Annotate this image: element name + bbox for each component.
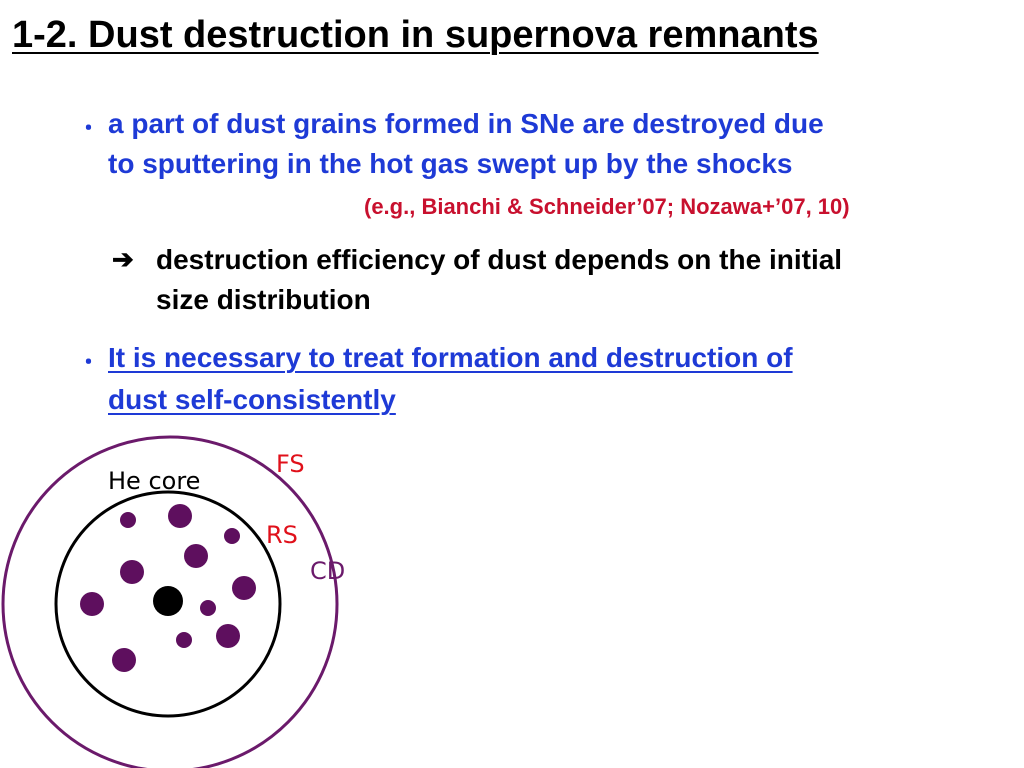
bullet2-line1: It is necessary to treat formation and d… [108,342,793,373]
bullet2-line2: dust self-consistently [108,384,396,415]
reference-citation: (e.g., Bianchi & Schneider’07; Nozawa+’0… [364,194,850,219]
dust-grain [200,600,216,616]
dust-grain [168,504,192,528]
snr-diagram [1,435,339,768]
he-core-label: He core [108,467,201,495]
right-arrow-icon: ➔ [112,244,134,274]
he-core-boundary [54,490,282,718]
implication-line1: destruction efficiency of dust depends o… [156,244,843,275]
reverse-shock-label: RS [266,521,298,549]
forward-shock-circle [1,435,339,768]
bullet1-line2: to sputtering in the hot gas swept up by… [108,148,793,179]
dust-grain [184,544,208,568]
forward-shock-label: FS [276,450,305,478]
bullet-marker: ･ [82,347,96,377]
dust-grain [176,632,192,648]
contact-discontinuity-label: CD [310,557,346,585]
dust-grain [120,512,136,528]
slide-title: 1-2. Dust destruction in supernova remna… [12,14,819,56]
bullet-marker: ･ [82,113,96,143]
implication-line2: size distribution [156,284,371,315]
central-remnant [153,586,183,616]
dust-grain [232,576,256,600]
dust-grain [224,528,240,544]
bullet1-line1: a part of dust grains formed in SNe are … [108,108,824,139]
dust-grain [216,624,240,648]
dust-grain [112,648,136,672]
dust-grain [120,560,144,584]
dust-grain [80,592,104,616]
